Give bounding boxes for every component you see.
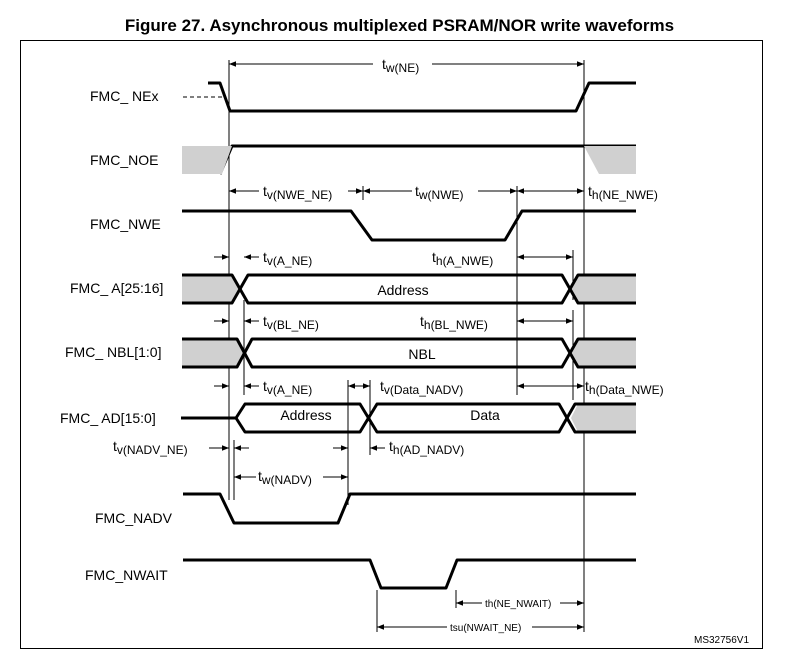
timing-th-ne-nwe: th(NE_NWE) [588,183,658,202]
waveforms [182,81,636,590]
timing-tw-nadv: tw(NADV) [258,468,312,487]
timing-tv-bl-ne: tv(BL_NE) [263,313,319,332]
signal-label-nbl: FMC_ NBL[1:0] [65,344,161,360]
timing-tv-a-ne-2: tv(A_NE) [263,378,312,397]
timing-tw-ne: tw(NE) [382,56,419,75]
bus-lines [181,273,636,434]
signal-label-nadv: FMC_NADV [95,510,173,526]
timing-th-ne-nwait: th(NE_NWAIT) [485,599,551,610]
figure-title: Figure 27. Asynchronous multiplexed PSRA… [124,16,675,35]
timing-tw-nwe: tw(NWE) [415,183,464,202]
timing-tv-a-ne: tv(A_NE) [263,249,312,268]
bus-label-address: Address [377,282,428,298]
diagram-frame [20,40,763,649]
bus-label-nbl: NBL [408,346,435,362]
timing-th-bl-nwe: th(BL_NWE) [420,313,488,332]
signal-label-noe: FMC_NOE [90,152,158,168]
shaded-regions [182,146,636,432]
signal-label-ne: FMC_ NEx [90,88,158,104]
timing-tv-nwe-ne: tv(NWE_NE) [263,183,332,202]
timing-th-data-nwe: th(Data_NWE) [585,378,664,397]
timing-th-a-nwe: th(A_NWE) [432,249,493,268]
signal-label-nwe: FMC_NWE [90,216,161,232]
ne-wave [208,81,636,113]
figure-reference: MS32756V1 [694,635,749,646]
nwe-wave [182,209,636,242]
bus-label-ad-address: Address [280,407,331,423]
timing-tv-data-nadv: tv(Data_NADV) [380,378,463,397]
timing-arrows [209,61,584,630]
signal-label-nwait: FMC_NWAIT [85,567,168,583]
nadv-wave [183,492,636,525]
timing-tsu-nwait-ne: tsu(NWAIT_NE) [450,623,521,634]
signal-label-ad: FMC_ AD[15:0] [60,410,156,426]
signal-label-addr: FMC_ A[25:16] [70,280,163,296]
timing-tv-nadv-ne: tv(NADV_NE) [113,438,188,457]
bus-label-ad-data: Data [470,407,500,423]
nwait-wave [183,558,636,590]
noe-wave [218,144,636,175]
timing-th-ad-nadv: th(AD_NADV) [389,438,464,457]
